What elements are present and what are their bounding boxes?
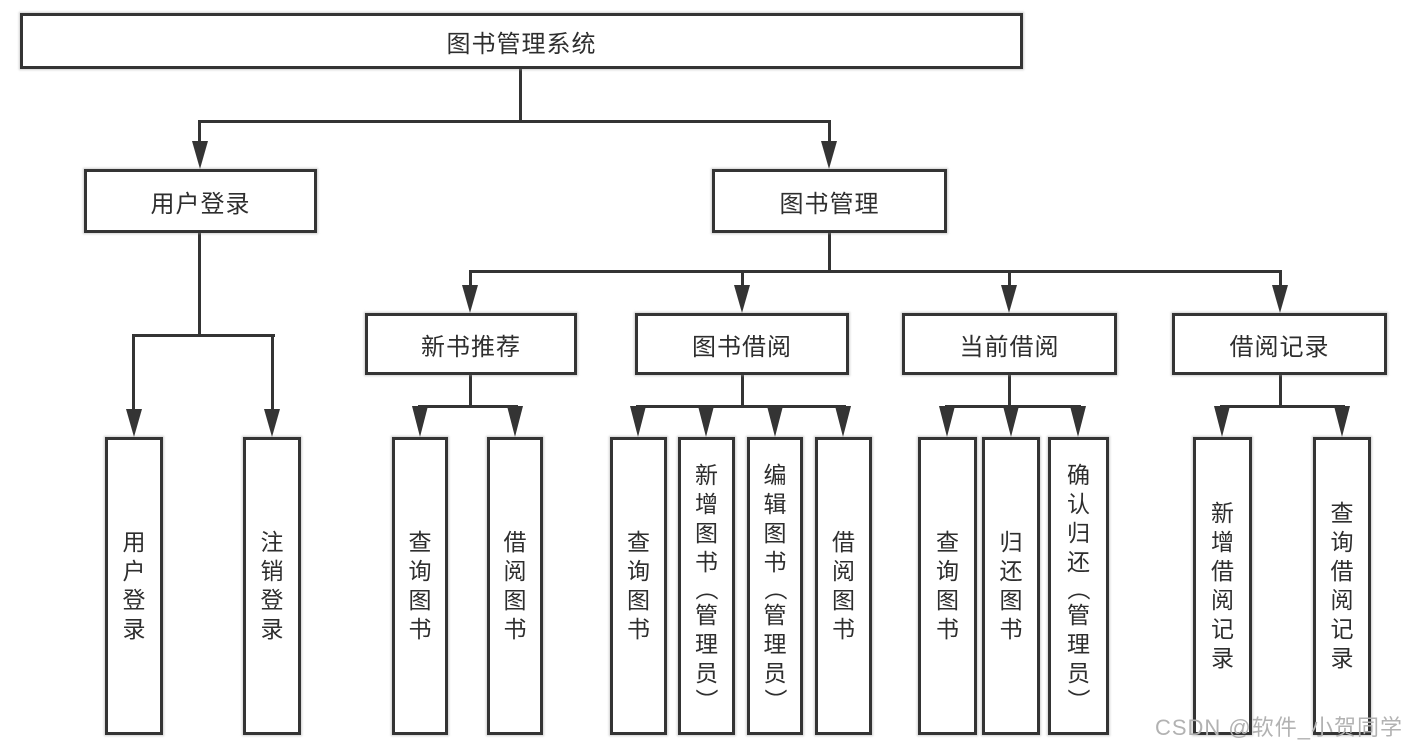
arrowhead	[126, 409, 142, 437]
connector-root-stem	[519, 68, 522, 122]
node-label: 图书管理系统	[446, 30, 597, 58]
node-label: 编辑图书（管理员）	[762, 461, 788, 712]
node-book-borrowing: 图书借阅	[635, 313, 849, 375]
node-label: 借阅图书	[503, 529, 527, 642]
node-label: 新增借阅记录	[1211, 500, 1234, 671]
connector-newbooks-hline	[418, 405, 518, 408]
node-label: 用户登录	[150, 190, 251, 218]
connector-borrow-hline	[636, 405, 846, 408]
connector-stub	[741, 270, 744, 288]
node-label: 新书推荐	[421, 333, 521, 361]
connector-stub	[271, 334, 274, 414]
arrowhead	[939, 406, 955, 437]
arrowhead	[821, 141, 837, 169]
leaf-confirm-return-admin: 确认归还（管理员）	[1048, 437, 1109, 735]
arrowhead	[1070, 406, 1086, 437]
node-label: 用户登录	[122, 529, 146, 642]
connector-stub	[1008, 270, 1011, 288]
arrowhead	[835, 406, 851, 437]
node-label: 借阅记录	[1229, 333, 1330, 361]
node-root-system: 图书管理系统	[20, 13, 1023, 69]
node-new-book-recommend: 新书推荐	[365, 313, 577, 375]
node-label: 查询图书	[936, 529, 959, 642]
leaf-query-books: 查询图书	[918, 437, 977, 735]
arrowhead	[1001, 285, 1017, 313]
leaf-return-books: 归还图书	[982, 437, 1040, 735]
arrowhead	[630, 406, 646, 437]
leaf-query-borrow-record: 查询借阅记录	[1313, 437, 1371, 735]
connector-level3-hline	[469, 270, 1282, 273]
node-user-login: 用户登录	[84, 169, 317, 233]
node-label: 借阅图书	[832, 529, 855, 642]
leaf-add-books-admin: 新增图书（管理员）	[678, 437, 735, 735]
connector-newbooks-stem	[469, 374, 472, 408]
leaf-logout: 注销登录	[243, 437, 301, 735]
leaf-borrow-books: 借阅图书	[815, 437, 872, 735]
leaf-edit-books-admin: 编辑图书（管理员）	[747, 437, 803, 735]
arrowhead	[767, 406, 783, 437]
arrowhead	[1003, 406, 1019, 437]
arrowhead	[412, 406, 428, 437]
connector-userlogin-hline	[132, 334, 275, 337]
connector-level2-hline	[198, 120, 831, 123]
node-current-borrowing: 当前借阅	[902, 313, 1117, 375]
arrowhead	[462, 285, 478, 313]
connector-current-stem	[1008, 374, 1011, 408]
connector-bookmgmt-stem	[828, 232, 831, 272]
connector-userlogin-stem	[198, 232, 201, 337]
leaf-query-books: 查询图书	[610, 437, 667, 735]
node-label: 图书管理	[779, 190, 880, 218]
arrowhead	[734, 285, 750, 313]
arrowhead	[1272, 285, 1288, 313]
arrowhead	[507, 406, 523, 437]
connector-records-stem	[1279, 374, 1282, 408]
node-label: 当前借阅	[959, 333, 1060, 361]
arrowhead	[1334, 406, 1350, 437]
node-label: 确认归还（管理员）	[1065, 461, 1092, 712]
connector-borrow-stem	[741, 374, 744, 408]
arrowhead	[192, 141, 208, 169]
connector-stub	[828, 120, 831, 146]
node-book-management: 图书管理	[712, 169, 947, 233]
node-label: 查询图书	[408, 529, 432, 642]
leaf-user-login: 用户登录	[105, 437, 163, 735]
leaf-query-books: 查询图书	[392, 437, 448, 735]
arrowhead	[1214, 406, 1230, 437]
csdn-watermark: CSDN @软件_小贺同学	[1154, 715, 1403, 740]
leaf-borrow-books: 借阅图书	[487, 437, 543, 735]
node-label: 归还图书	[999, 529, 1023, 642]
node-borrowing-records: 借阅记录	[1172, 313, 1387, 375]
node-label: 查询图书	[627, 529, 650, 642]
node-label: 新增图书（管理员）	[693, 461, 720, 712]
node-label: 查询借阅记录	[1330, 500, 1354, 671]
connector-stub	[132, 334, 135, 414]
connector-records-hline	[1220, 405, 1345, 408]
node-label: 图书借阅	[692, 333, 792, 361]
connector-stub	[469, 270, 472, 288]
arrowhead	[264, 409, 280, 437]
node-label: 注销登录	[260, 529, 284, 642]
arrowhead	[698, 406, 714, 437]
connector-stub	[198, 120, 201, 146]
leaf-add-borrow-record: 新增借阅记录	[1193, 437, 1252, 735]
connector-stub	[1279, 270, 1282, 288]
